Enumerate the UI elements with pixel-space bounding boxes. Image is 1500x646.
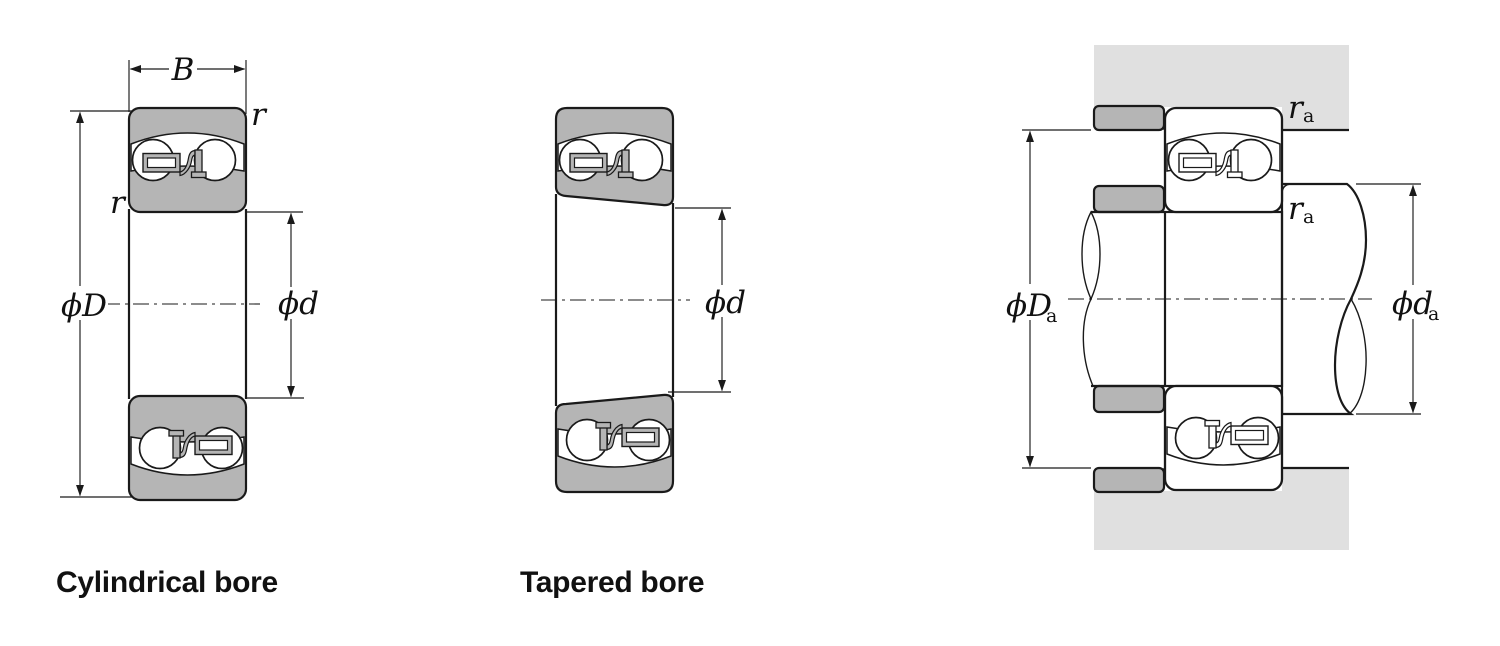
figure-mounted-bearing: ϕD a ϕd a r a r a [1002,45,1446,550]
housing-shoulder-section-top [1092,104,1166,132]
figure-cylindrical-bore: B r r ϕD ϕd Cylindrical bore [56,52,319,599]
label-outer-diameter: ϕD [61,288,107,324]
label-shaft-fillet-r: r [1288,191,1305,227]
label-housing-abutment-diameter: ϕD [1006,288,1052,324]
caption-cylindrical-bore: Cylindrical bore [56,566,278,599]
dimension-shaft-abutment-diameter: ϕd a [1356,183,1446,415]
label-width-B: B [171,52,195,88]
figure-tapered-bore: ϕd Tapered bore [520,106,746,599]
label-bore-diameter: ϕd [278,286,319,322]
dimension-width-B: B [128,52,247,114]
dimension-housing-abutment-diameter: ϕD a [1002,129,1091,469]
label-bore-diameter: ϕd [705,285,746,321]
housing-block-top [1094,45,1349,130]
housing-shoulder-section-bottom [1092,466,1166,494]
dimension-bore-diameter: ϕd [247,211,319,399]
shaft-break-line-lower [1082,298,1094,387]
shaft-shoulder-section-bottom [1092,384,1166,414]
label-housing-fillet-r-sub: a [1303,105,1314,127]
shaft-left-section [1081,210,1165,388]
label-chamfer-r-top: r [251,97,268,133]
label-housing-fillet-r: r [1288,90,1305,126]
label-shaft-fillet-r-sub: a [1303,206,1314,228]
label-shaft-abutment-diameter-sub: a [1428,303,1439,325]
shaft-shoulder-section-top [1092,184,1166,214]
label-shaft-abutment-diameter: ϕd [1392,286,1433,322]
dimension-outer-diameter: ϕD [58,110,133,498]
housing-block-bottom [1094,468,1349,550]
dimension-bore-diameter: ϕd [668,207,746,393]
shaft-break-line-upper [1081,210,1101,301]
label-chamfer-r-side: r [110,185,127,221]
caption-tapered-bore: Tapered bore [520,566,704,599]
shaft-break-line-right [1348,298,1367,415]
label-housing-abutment-diameter-sub: a [1046,305,1057,327]
